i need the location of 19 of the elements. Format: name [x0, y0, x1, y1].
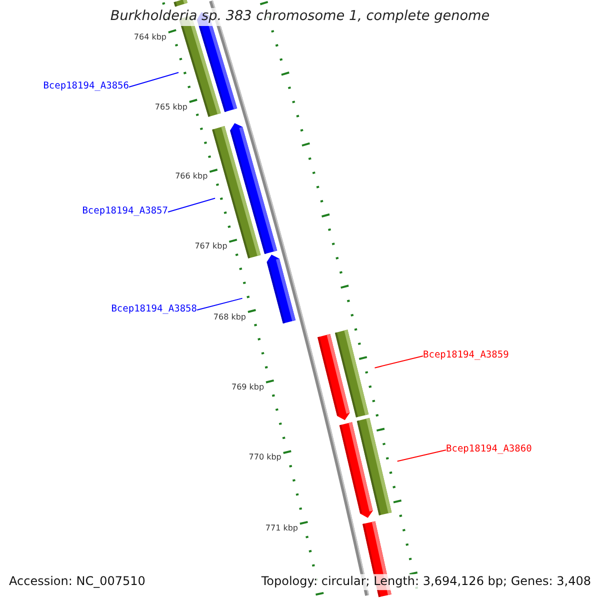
- gene-block: [230, 123, 278, 254]
- gene-block: [266, 254, 296, 324]
- gene-label: Bcep18194_A3856: [43, 82, 129, 92]
- tick-label: 771 kbp: [265, 524, 298, 533]
- leader-line: [128, 72, 180, 88]
- tick-label: 768 kbp: [213, 312, 246, 322]
- gene-label: Bcep18194_A3860: [446, 444, 532, 456]
- leader-line: [396, 450, 446, 462]
- tick-label: 765 kbp: [154, 102, 188, 112]
- gene-label: Bcep18194_A3857: [82, 206, 168, 218]
- leader-line: [168, 198, 216, 212]
- tick-label: 769 kbp: [231, 382, 264, 392]
- gene-block: [339, 422, 373, 518]
- gene-block: [318, 334, 350, 420]
- tick-label: 770 kbp: [248, 452, 282, 462]
- leader-line: [196, 298, 243, 310]
- gene-label: Bcep18194_A3858: [111, 304, 197, 316]
- gene-label: Bcep18194_A3859: [423, 350, 509, 362]
- leader-line: [374, 356, 424, 368]
